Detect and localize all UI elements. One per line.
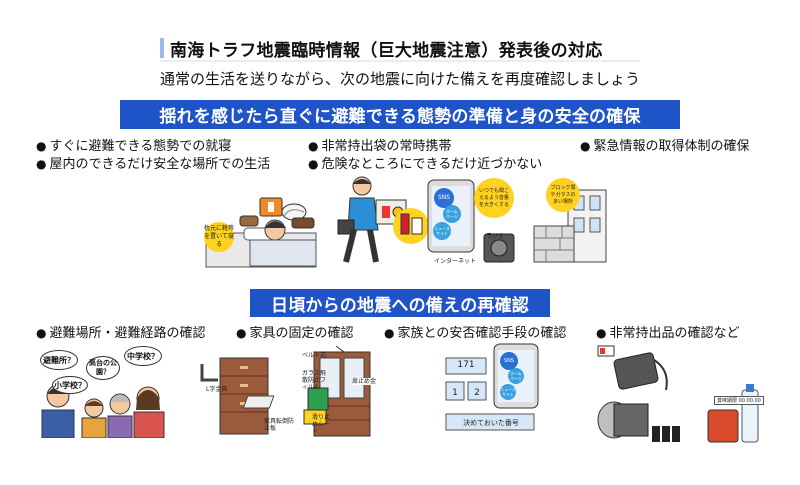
internet-label: インターネット [434, 258, 477, 265]
section2-item-label: 家具の固定の確認 [249, 326, 354, 341]
sns-app-icon: SNS [434, 188, 454, 208]
dial-171: 171 [457, 360, 475, 370]
section1-item-info: ●緊急情報の取得体制の確保 [580, 139, 750, 154]
family-illustration [41, 384, 165, 438]
section2-item-supplies: ●非常持出品の確認など [596, 326, 740, 341]
section1-item-safe-place: ●屋内のできるだけ安全な場所での生活 [36, 157, 271, 172]
furniture-fixing-illustration [200, 346, 371, 437]
bedside-note-callout: 枕元に靴等を置いて寝る [204, 222, 234, 252]
dial-key-1: 1 [452, 388, 458, 398]
section1-item-bag: ●非常持出袋の常時携帯 [308, 139, 452, 154]
belt-type-label: ベルト式 [302, 352, 327, 359]
radio-label: ラジオ [486, 233, 504, 240]
section1-item-label: 非常持出袋の常時携帯 [321, 139, 452, 154]
title-underline [160, 60, 640, 62]
page-subtitle: 通常の生活を送りながら、次の地震に向けた備えを再度確認しましょう [159, 70, 640, 88]
emergency-supplies-illustration [597, 345, 759, 443]
section2-item-evacuation: ●避難場所・避難経路の確認 [36, 326, 206, 341]
emergency-bag-contents-callout [393, 208, 429, 244]
section2-banner: 日頃からの地震への備えの再確認 [250, 289, 550, 317]
homepage-app-icon: ホームページ [443, 205, 461, 223]
section1-item-avoid-danger: ●危険なところにできるだけ近づかない [308, 157, 543, 172]
speech-bubble-middle-school: 中学校？ [124, 346, 162, 366]
agreed-number-label: 決めておいた番号 [463, 419, 519, 427]
block-wall-illustration [533, 189, 607, 263]
section2-item-label: 避難場所・避難経路の確認 [49, 326, 206, 341]
section1-item-label: すぐに避難できる態勢での就寝 [49, 139, 232, 154]
anti-tip-plate-label: 家具転倒防止板 [264, 418, 295, 432]
non-slip-sheet-label: 滑り止めシート [312, 414, 331, 435]
section2-item-label: 家族との安否確認手段の確認 [397, 326, 567, 341]
section1-item-sleep: ●すぐに避難できる態勢での就寝 [36, 139, 232, 154]
news-app-icon: ニュースサイト [433, 222, 451, 240]
expiry-date-label: 賞味期限 00.00.00 [714, 396, 764, 405]
sns-app-icon-2: SNS [500, 352, 518, 370]
dial-key-2: 2 [474, 388, 480, 398]
homepage-app-icon-2: ホームページ [508, 368, 524, 384]
glass-film-label: ガラス飛散防止フィルム [302, 370, 327, 391]
person-with-bag-illustration [337, 176, 407, 263]
bedside-illustration [205, 197, 317, 268]
news-app-icon-2: ニュースサイト [500, 384, 516, 400]
title-block: 南海トラフ地震臨時情報（巨大地震注意）発表後の対応 [160, 36, 640, 62]
page-title: 南海トラフ地震臨時情報（巨大地震注意）発表後の対応 [170, 41, 603, 61]
section1-item-label: 緊急情報の取得体制の確保 [593, 139, 750, 154]
l-bracket-label: L字金具 [206, 386, 228, 393]
speech-bubble-shelter: 避難所？ [40, 350, 78, 370]
section1-banner: 揺れを感じたら直ぐに避難できる態勢の準備と身の安全の確保 [120, 100, 680, 129]
section2-item-family-contact: ●家族との安否確認手段の確認 [384, 326, 567, 341]
wall-note-callout: ブロック塀やガラスの多い場所 [546, 178, 580, 212]
section1-item-label: 屋内のできるだけ安全な場所での生活 [49, 157, 271, 172]
volume-note-callout: いつでも聞こえるよう音量を大きくする [474, 178, 514, 218]
section1-item-label: 危険なところにできるだけ近づかない [321, 157, 543, 172]
speech-bubble-elementary-school: 小学校？ [52, 376, 88, 394]
section2-item-furniture: ●家具の固定の確認 [236, 326, 354, 341]
title-accent-bar [160, 38, 164, 58]
speech-bubble-park: 高台の公園？ [86, 356, 120, 380]
section2-item-label: 非常持出品の確認など [609, 326, 740, 341]
door-latch-label: 扉止め金 [352, 378, 378, 385]
